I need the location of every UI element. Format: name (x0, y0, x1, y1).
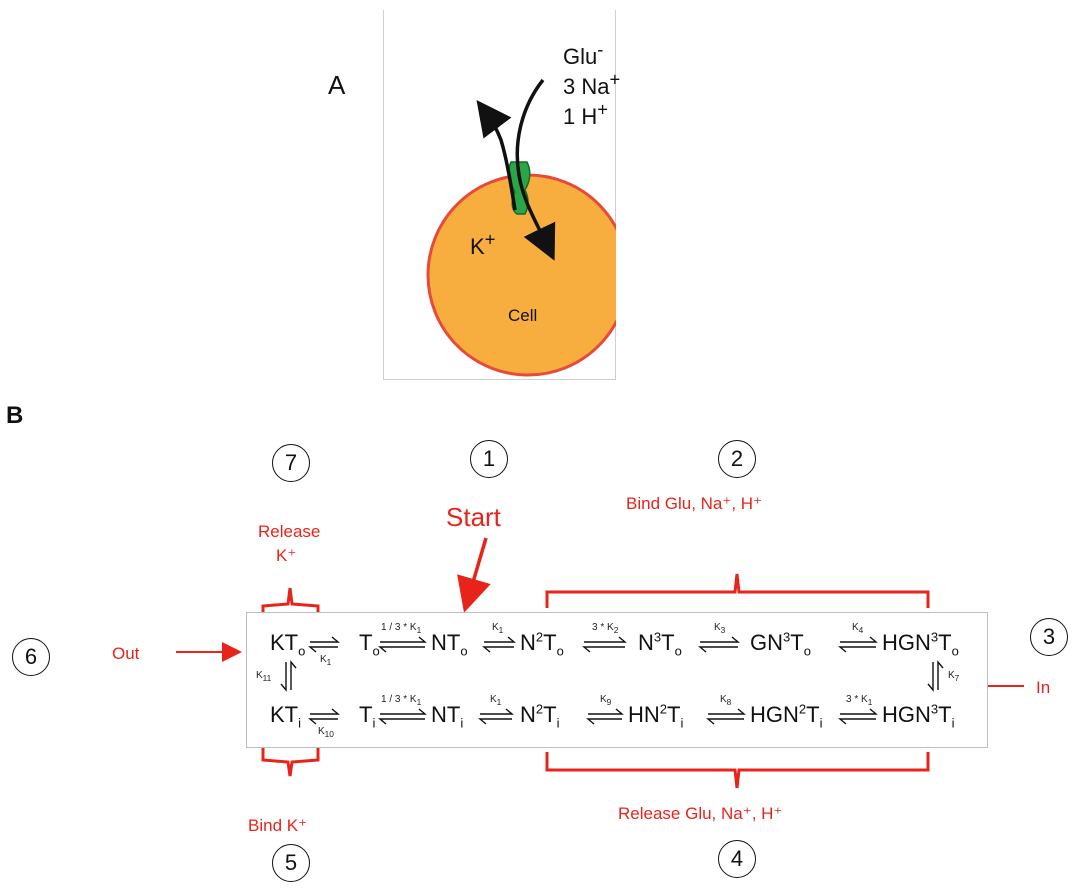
species-HN2Ti: HN2Ti (628, 701, 684, 731)
rate-top-3: K1 (492, 622, 504, 635)
release-glu-label: Release Glu, Na⁺, H⁺ (618, 804, 783, 823)
panel-a-label: A (328, 70, 346, 100)
rate-bottom-1-below: K10 (318, 726, 334, 739)
rate-bottom-3: K1 (490, 694, 502, 707)
rate-vertical-right: K7 (948, 670, 960, 683)
in-label: In (1036, 678, 1051, 697)
rate-bottom-4: K9 (600, 694, 612, 707)
step-6-circle: 6 (12, 638, 50, 676)
species-KTi: KTi (270, 702, 302, 731)
rate-top-1-below: K1 (320, 654, 332, 667)
ion-glu: Glu- (563, 38, 604, 69)
eq-arrow-top-3-icon (484, 636, 516, 643)
ion-k: K+ (470, 228, 496, 259)
eq-arrow-bottom-3-icon (480, 708, 514, 715)
efflux-arrow-icon (476, 99, 517, 211)
rate-top-5: K3 (714, 622, 726, 635)
kinetic-scheme-box (246, 612, 988, 748)
species-N3To: N3To (638, 629, 682, 659)
start-label: Start (446, 502, 501, 532)
out-label: Out (112, 644, 140, 663)
release-k-label: Release (258, 522, 321, 541)
eq-arrow-bottom-1-icon (310, 708, 340, 715)
bind-k-label: Bind K⁺ (248, 816, 308, 835)
bind-glu-brace (545, 573, 930, 608)
species-NTi: NTi (431, 702, 464, 731)
step-1-circle: 1 (470, 440, 508, 478)
rate-top-4: 3 * K2 (592, 622, 619, 635)
ion-h: 1 H+ (563, 98, 608, 129)
species-HGN3Ti: HGN3Ti (882, 701, 955, 731)
eq-arrow-bottom-2-icon (380, 708, 427, 715)
species-NTo: NTo (431, 630, 468, 659)
step-5-circle: 5 (272, 844, 310, 882)
eq-arrow-bottom-5-icon (708, 708, 746, 715)
cell-illustration (426, 78, 616, 377)
rate-top-2: 1 / 3 * K1 (381, 622, 422, 635)
eq-arrow-top-4-icon (584, 636, 627, 643)
release-glu-brace (545, 752, 930, 789)
eq-arrow-top-2-icon (380, 636, 427, 643)
bind-k-brace (261, 742, 320, 777)
species-KTo: KTo (270, 630, 306, 659)
species-N2To: N2To (520, 629, 564, 659)
rate-bottom-6: 3 * K1 (846, 694, 873, 707)
rate-vertical-left: K11 (256, 670, 272, 683)
panel-b-label: B (6, 402, 24, 429)
rate-top-6: K4 (852, 622, 864, 635)
step-2-circle: 2 (718, 440, 756, 478)
start-arrow-icon (457, 537, 491, 613)
step-4-circle: 4 (718, 840, 756, 878)
step-7-circle: 7 (272, 444, 310, 482)
release-k-ion-label: K⁺ (276, 546, 297, 565)
influx-arrow-icon (515, 78, 556, 261)
eq-arrow-top-6-icon (840, 636, 878, 643)
step-3-circle: 3 (1030, 618, 1068, 656)
bind-glu-label: Bind Glu, Na⁺, H⁺ (626, 494, 763, 513)
rate-bottom-2: 1 / 3 * K1 (381, 694, 422, 707)
eq-arrow-left-vertical-icon (280, 662, 287, 692)
eq-arrow-bottom-6-icon (840, 708, 878, 715)
eq-arrow-right-vertical-icon (927, 662, 934, 692)
eq-arrow-top-5-icon (700, 636, 740, 643)
species-To: To (359, 630, 380, 659)
species-N2Ti: N2Ti (520, 701, 560, 731)
cell-label: Cell (508, 306, 538, 325)
species-Ti: Ti (359, 702, 376, 731)
eq-arrow-top-1-icon (310, 636, 340, 643)
ion-na: 3 Na+ (563, 68, 621, 99)
release-k-brace (261, 587, 320, 624)
species-GN3To: GN3To (750, 629, 811, 659)
eq-arrow-bottom-4-icon (588, 708, 624, 715)
species-HGN2Ti: HGN2Ti (750, 701, 823, 731)
rate-bottom-5: K8 (720, 694, 732, 707)
species-HGN3To: HGN3To (882, 629, 959, 659)
